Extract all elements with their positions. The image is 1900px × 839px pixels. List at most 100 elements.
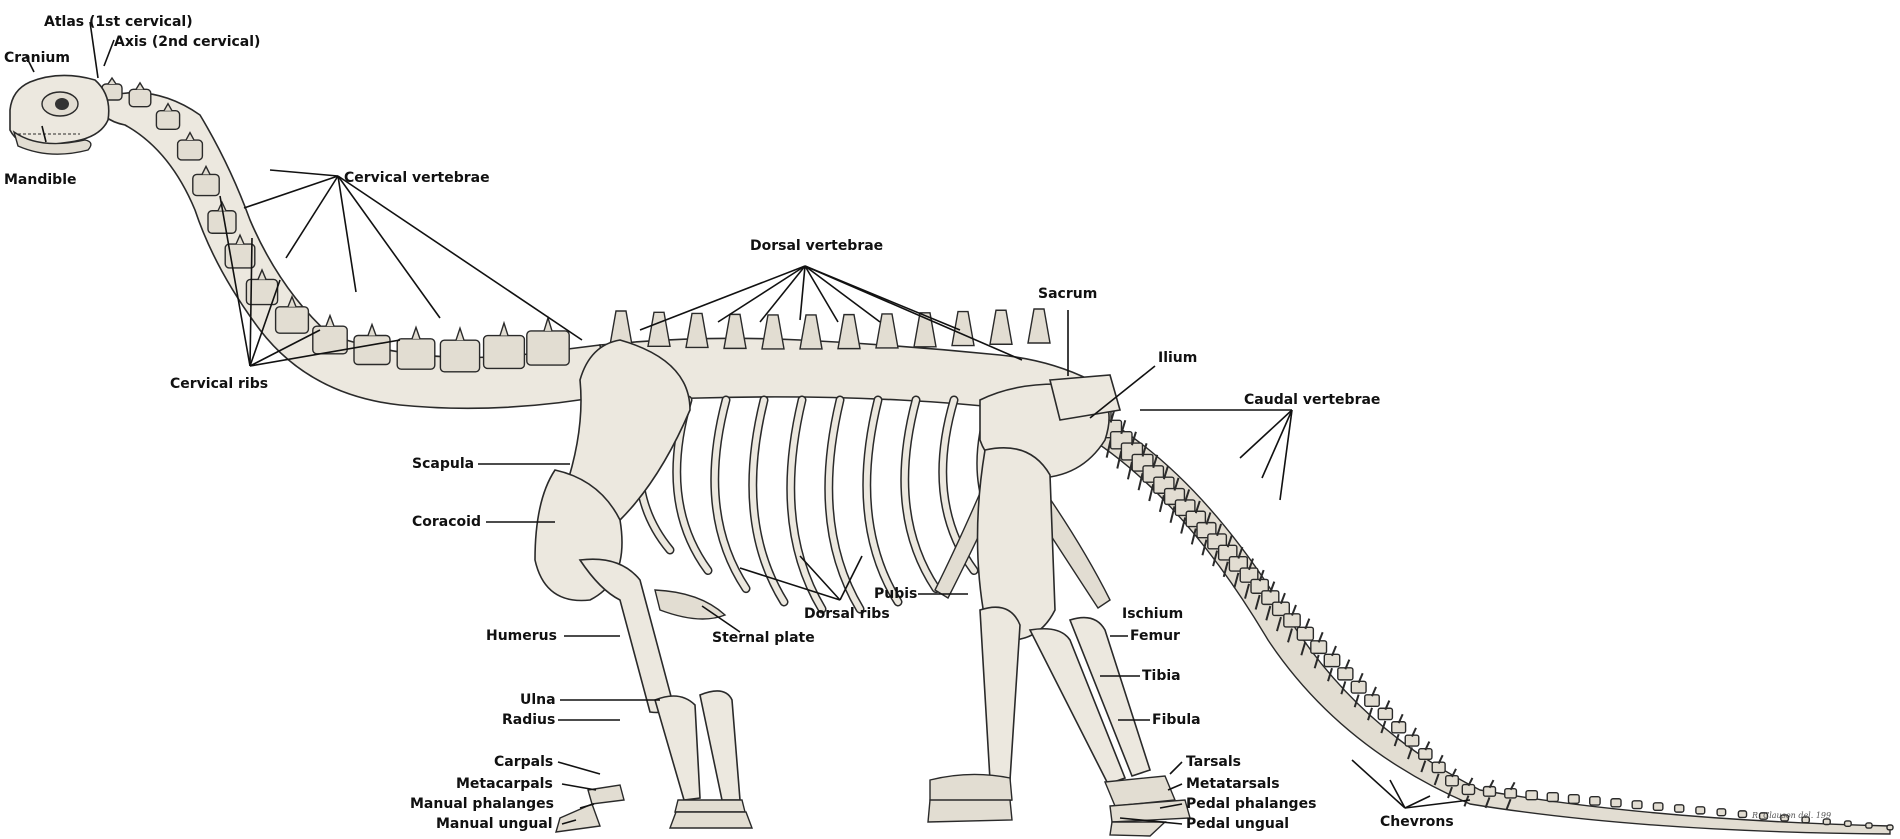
caudal-spine [1451,768,1457,778]
label-manual-phalanges: Manual phalanges [410,796,554,812]
neural-spine [135,81,145,90]
caudal-spine [1141,443,1148,457]
caudal-vertebra [1504,787,1518,799]
caudal-vertebra [1716,808,1727,817]
caudal-vertebra [1822,818,1831,826]
cervical-vertebra [176,139,204,161]
caudal-spine [1152,454,1159,469]
label-cranium: Cranium [4,50,70,66]
dorsal-neural-spine [799,314,823,350]
label-dorsal-vertebrae: Dorsal vertebrae [750,238,883,254]
caudal-vertebra [1886,824,1894,831]
label-cervical-vertebrae: Cervical vertebrae [344,170,490,186]
chevron-bone [1126,461,1133,480]
label-atlas: Atlas (1st cervical) [44,14,193,30]
cervical-vertebra [274,306,310,334]
cervical-vertebra [526,330,570,366]
caudal-spine [1120,419,1127,435]
caudal-vertebra [1631,800,1643,810]
caudal-vertebra [1418,748,1433,760]
label-ischium: Ischium [1122,606,1183,622]
neural-spine [455,325,465,341]
caudal-vertebra [1377,707,1394,721]
label-scapula: Scapula [412,456,474,472]
caudal-vertebra [1525,789,1539,801]
caudal-spine [1437,754,1444,764]
label-ulna: Ulna [520,692,556,708]
neural-spine [163,102,173,112]
neural-spine [257,268,267,280]
caudal-vertebra [1801,816,1811,824]
caudal-vertebra [1589,796,1601,806]
label-pedal-phalanges: Pedal phalanges [1186,796,1316,812]
dorsal-neural-spine [875,313,899,349]
dorsal-spine [599,308,1096,421]
label-axis: Axis (2nd cervical) [114,34,260,50]
caudal-vertebra [1652,802,1664,812]
chevron-bone [1254,594,1261,610]
hind-leg [927,446,1191,837]
label-sacrum: Sacrum [1038,286,1097,302]
label-pubis: Pubis [874,586,917,602]
caudal-spine [1280,592,1286,605]
chevron-bone [1275,616,1282,632]
label-metacarpals: Metacarpals [456,776,553,792]
caudal-vertebra [1610,798,1622,808]
label-ilium: Ilium [1158,350,1197,366]
label-caudal-vertebrae: Caudal vertebrae [1244,392,1380,408]
neural-spine [235,233,245,245]
caudal-spine [1258,569,1265,582]
skull [9,74,110,155]
chevron-bone [1327,667,1333,682]
caudal-spine [1216,523,1223,537]
cervical-vertebra [439,339,481,373]
cervical-vertebra [128,88,152,108]
caudal-spine [1467,777,1474,787]
neural-spine [367,322,377,336]
caudal-spine [1384,700,1391,711]
neural-spine [499,320,509,336]
chevron-bone [1169,506,1176,523]
chevron-bone [1265,605,1272,621]
neural-spine [411,325,421,340]
caudal-vertebra [1758,812,1769,820]
artist-signature: R. Clauson del. 199 [1751,811,1831,820]
neural-spine [107,76,117,85]
caudal-spine [1194,500,1201,514]
caudal-vertebra [1843,820,1852,827]
caudal-vertebra [1865,822,1873,829]
dorsal-rib-cage [634,395,1017,614]
cervical-vertebra [192,173,220,197]
caudal-vertebra [1364,694,1380,708]
caudal-vertebra [1695,806,1706,815]
caudal-spine [1304,618,1311,630]
caudal-vertebra [1404,734,1420,747]
label-tibia: Tibia [1142,668,1181,684]
chevron-bone [1148,483,1155,502]
caudal-vertebra [1431,761,1446,774]
caudal-vertebra [1737,810,1748,819]
chevron-bone [1505,798,1512,810]
chevron-bone [1287,628,1293,643]
caudal-vertebra [1673,804,1685,813]
chevron-bone [1393,733,1400,747]
label-femur: Femur [1130,628,1180,644]
cervical-vertebra [353,334,391,366]
chevron-bone [1367,707,1373,721]
label-coracoid: Coracoid [412,514,481,530]
label-mandible: Mandible [4,172,76,188]
chevron-bone [1222,561,1229,578]
dorsal-neural-spine [723,313,747,350]
caudal-spine [1509,781,1516,791]
label-chevrons: Chevrons [1380,814,1454,830]
labels: Atlas (1st cervical) Axis (2nd cervical)… [4,14,1831,832]
chevron-bone [1212,550,1219,567]
caudal-vertebra [1546,791,1559,803]
label-metatarsals: Metatarsals [1186,776,1280,792]
caudal-spine [1357,672,1364,684]
caudal-spine [1291,604,1297,616]
label-humerus: Humerus [486,628,557,644]
label-dorsal-ribs: Dorsal ribs [804,606,890,622]
